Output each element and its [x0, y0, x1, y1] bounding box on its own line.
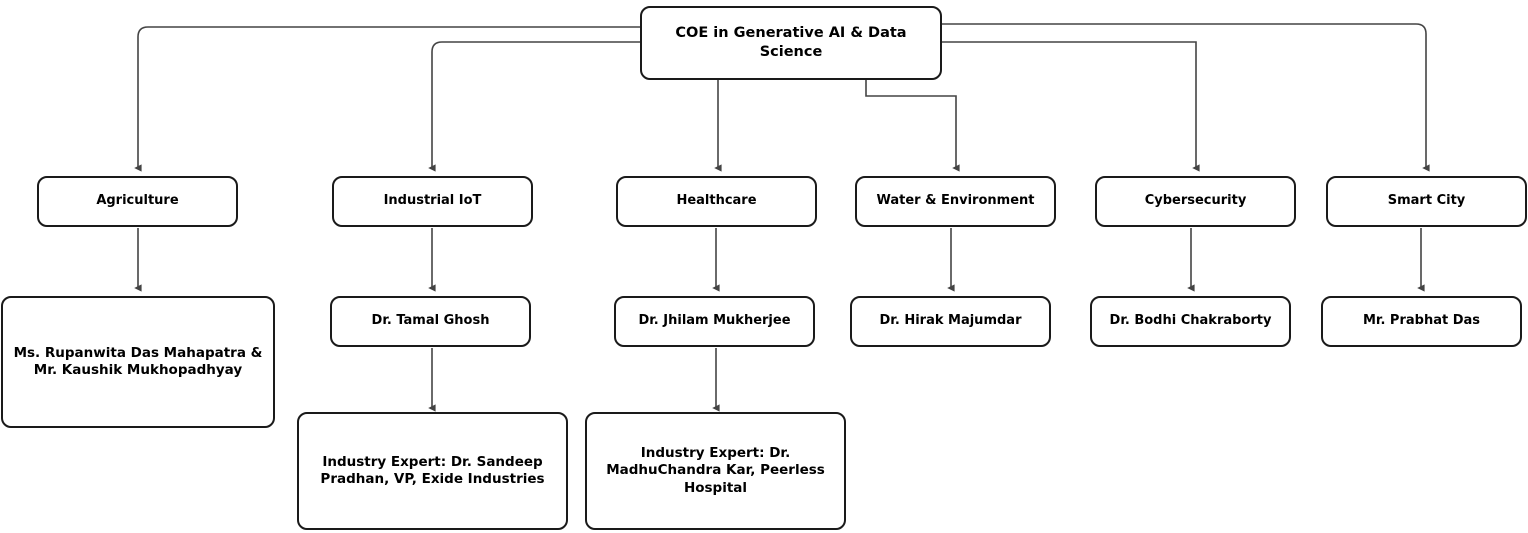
- node-domain-smart-city[interactable]: Smart City: [1326, 176, 1527, 227]
- node-root-coe-label: COE in Generative AI & Data Science: [675, 25, 907, 60]
- connector-root-to-cybersecurity: [942, 41, 1200, 172]
- connector-root-to-water-environment: [865, 80, 960, 172]
- node-domain-industrial-iot[interactable]: Industrial IoT: [332, 176, 533, 227]
- node-domain-water-environment[interactable]: Water & Environment: [855, 176, 1056, 227]
- node-lead-agriculture[interactable]: Ms. Rupanwita Das Mahapatra & Mr. Kaushi…: [1, 296, 275, 428]
- node-lead-healthcare-label: Dr. Jhilam Mukherjee: [638, 313, 791, 329]
- node-lead-healthcare[interactable]: Dr. Jhilam Mukherjee: [614, 296, 815, 347]
- node-domain-industrial-iot-label: Industrial IoT: [383, 193, 482, 209]
- node-lead-industrial-iot-label: Dr. Tamal Ghosh: [371, 313, 490, 329]
- node-domain-cybersecurity[interactable]: Cybersecurity: [1095, 176, 1296, 227]
- node-domain-smart-city-label: Smart City: [1387, 193, 1466, 209]
- node-lead-agriculture-label: Ms. Rupanwita Das Mahapatra & Mr. Kaushi…: [13, 344, 263, 378]
- node-domain-healthcare-label: Healthcare: [676, 193, 757, 209]
- node-expert-industrial-iot-label: Industry Expert: Dr. Sandeep Pradhan, VP…: [320, 453, 545, 487]
- node-lead-smart-city-label: Mr. Prabhat Das: [1362, 313, 1481, 329]
- node-lead-water-environment-label: Dr. Hirak Majumdar: [879, 313, 1022, 329]
- node-expert-healthcare[interactable]: Industry Expert: Dr. MadhuChandra Kar, P…: [585, 412, 846, 530]
- node-expert-industrial-iot[interactable]: Industry Expert: Dr. Sandeep Pradhan, VP…: [297, 412, 568, 530]
- node-lead-smart-city[interactable]: Mr. Prabhat Das: [1321, 296, 1522, 347]
- connector-root-to-agriculture: [134, 26, 640, 172]
- node-domain-agriculture-label: Agriculture: [96, 193, 179, 209]
- node-domain-agriculture[interactable]: Agriculture: [37, 176, 238, 227]
- node-lead-industrial-iot[interactable]: Dr. Tamal Ghosh: [330, 296, 531, 347]
- node-domain-water-environment-label: Water & Environment: [876, 193, 1035, 209]
- connector-root-to-industrial-iot: [428, 41, 640, 172]
- node-domain-healthcare[interactable]: Healthcare: [616, 176, 817, 227]
- node-expert-healthcare-label: Industry Expert: Dr. MadhuChandra Kar, P…: [606, 445, 825, 496]
- node-lead-cybersecurity-label: Dr. Bodhi Chakraborty: [1109, 313, 1272, 329]
- node-root-coe[interactable]: COE in Generative AI & Data Science: [640, 6, 942, 80]
- node-lead-water-environment[interactable]: Dr. Hirak Majumdar: [850, 296, 1051, 347]
- node-domain-cybersecurity-label: Cybersecurity: [1144, 193, 1247, 209]
- node-lead-cybersecurity[interactable]: Dr. Bodhi Chakraborty: [1090, 296, 1291, 347]
- connector-root-to-smart-city: [942, 23, 1430, 172]
